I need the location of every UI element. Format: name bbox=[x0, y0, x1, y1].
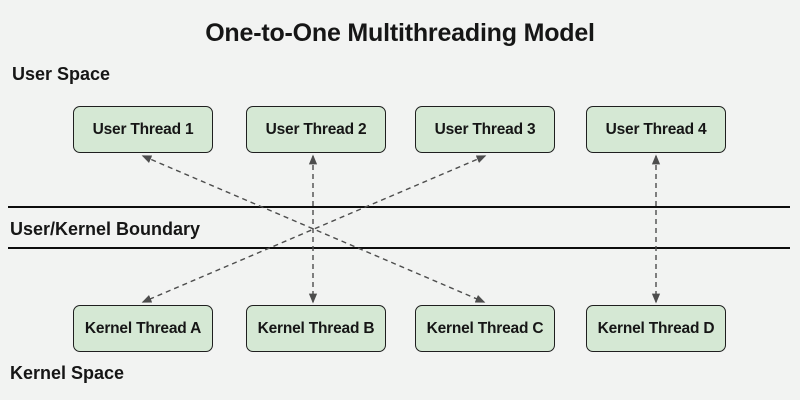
boundary-line-top bbox=[8, 206, 790, 208]
boundary-line-bottom bbox=[8, 247, 790, 249]
user-thread-box-2: User Thread 2 bbox=[246, 106, 386, 153]
diagram-title: One-to-One Multithreading Model bbox=[205, 19, 595, 47]
kernel-thread-box-a: Kernel Thread A bbox=[73, 305, 213, 352]
user-thread-box-3: User Thread 3 bbox=[415, 106, 555, 153]
kernel-thread-box-d: Kernel Thread D bbox=[586, 305, 726, 352]
kernel-space-label: Kernel Space bbox=[10, 363, 125, 383]
user-kernel-boundary-label: User/Kernel Boundary bbox=[10, 219, 201, 239]
user-thread-box-1: User Thread 1 bbox=[73, 106, 213, 153]
kernel-thread-box-b: Kernel Thread B bbox=[246, 305, 386, 352]
kernel-thread-box-c: Kernel Thread C bbox=[415, 305, 555, 352]
user-space-label: User Space bbox=[12, 64, 111, 84]
arrow-lines-group bbox=[141, 154, 661, 304]
user-thread-box-4: User Thread 4 bbox=[586, 106, 726, 153]
